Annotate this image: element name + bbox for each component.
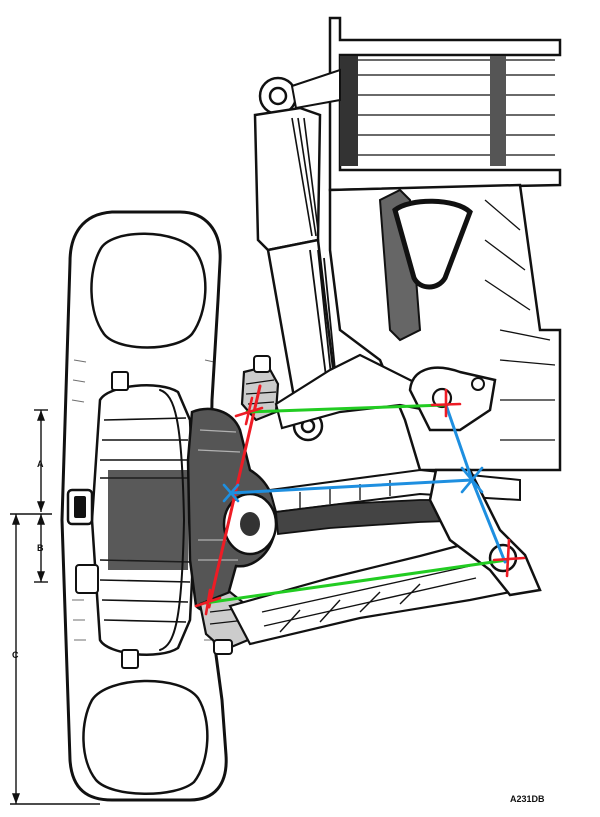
instant-center-line <box>229 478 474 495</box>
frame-link-line-upper <box>444 403 474 482</box>
frame-link-line-lower <box>470 478 507 564</box>
tire <box>60 210 228 802</box>
instant-center-mark-right <box>460 466 484 494</box>
frame-rail <box>328 16 562 192</box>
crossmember <box>328 183 562 472</box>
lower-frame-pivot-mark <box>492 538 526 578</box>
hub-nut <box>66 371 139 669</box>
dimension-markers <box>10 409 100 805</box>
upper-frame-pivot-mark <box>430 388 462 418</box>
instant-center-mark-left <box>222 483 240 503</box>
lower-arm-line <box>203 558 509 605</box>
dimension-a-label: A <box>37 459 44 469</box>
dimension-c-label: C <box>12 650 19 660</box>
upper-arm-line <box>245 403 447 414</box>
dimension-b-label: B <box>37 543 44 553</box>
upper-ball-joint-pivot-mark <box>234 396 264 426</box>
figure-code: A231DB <box>510 794 545 804</box>
lower-ball-joint-pivot-mark <box>194 588 222 616</box>
lower-control-arm <box>228 468 542 646</box>
pivot-marks <box>194 388 526 616</box>
brake-drum <box>90 384 197 656</box>
